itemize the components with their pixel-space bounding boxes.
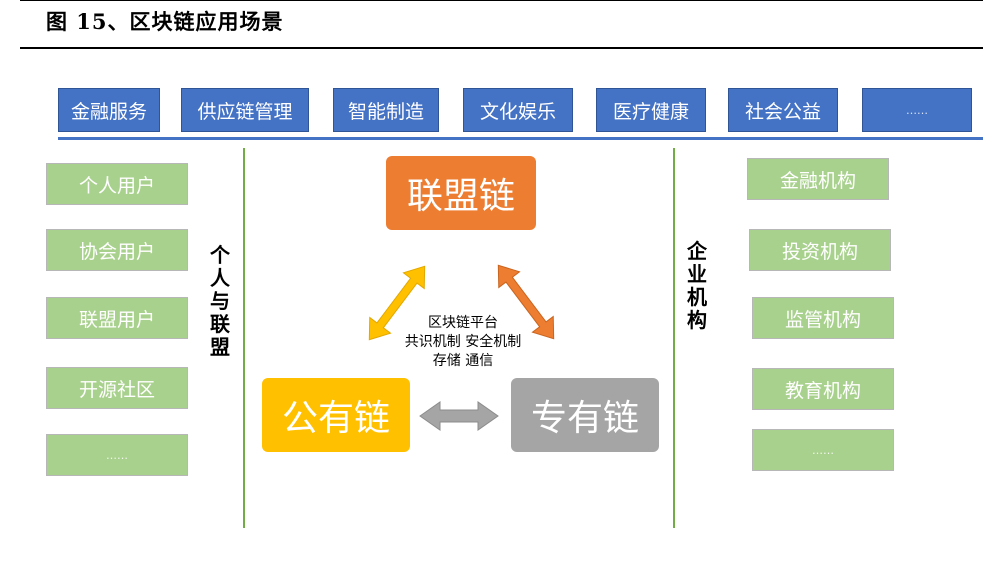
platform-mechanisms: 共识机制 安全机制: [404, 334, 522, 350]
platform-title: 区块链平台: [428, 315, 498, 331]
title-rule: [20, 47, 983, 49]
top-rule: [20, 0, 983, 1]
platform-storage-communication: 存储 通信: [432, 353, 494, 369]
left-user-more: ……: [46, 434, 188, 476]
category-smart-manufacturing: 智能制造: [333, 88, 439, 132]
right-org-investment: 投资机构: [749, 229, 891, 271]
right-org-regulatory: 监管机构: [752, 297, 894, 339]
category-underline: [58, 137, 983, 140]
right-divider: [673, 148, 675, 528]
category-more: ……: [862, 88, 972, 132]
category-culture-entertainment: 文化娱乐: [463, 88, 573, 132]
left-user-association: 协会用户: [46, 229, 188, 271]
consortium-chain-box: 联盟链: [386, 156, 536, 230]
right-org-more: ……: [752, 429, 894, 471]
orange-double-arrow-icon: [497, 264, 555, 340]
category-finance: 金融服务: [58, 88, 160, 132]
category-supply-chain: 供应链管理: [181, 88, 309, 132]
category-healthcare: 医疗健康: [596, 88, 706, 132]
private-chain-box: 专有链: [511, 378, 659, 452]
right-group-label: 企业机构: [687, 239, 707, 332]
category-public-welfare: 社会公益: [728, 88, 838, 132]
left-user-personal: 个人用户: [46, 163, 188, 205]
left-user-consortium: 联盟用户: [46, 297, 188, 339]
right-org-education: 教育机构: [752, 368, 894, 410]
left-group-label: 个人与联盟: [210, 243, 230, 359]
public-chain-box: 公有链: [262, 378, 410, 452]
gray-double-arrow-icon: [419, 401, 499, 431]
left-divider: [243, 148, 245, 528]
yellow-double-arrow-icon: [368, 265, 426, 341]
left-user-open-source: 开源社区: [46, 367, 188, 409]
figure-title: 图 15、区块链应用场景: [46, 9, 284, 34]
right-org-financial: 金融机构: [747, 158, 889, 200]
